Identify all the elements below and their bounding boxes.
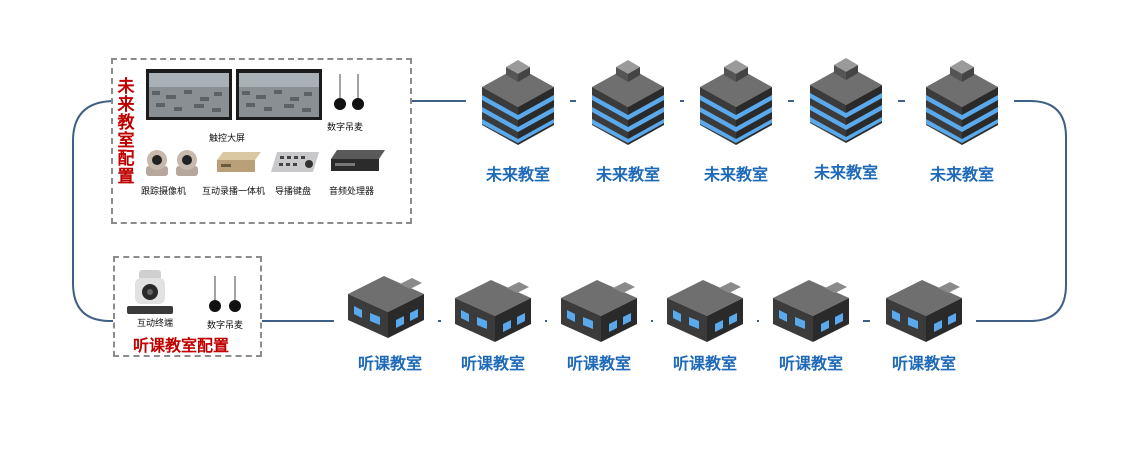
future-classroom-node: 未来教室 xyxy=(466,57,570,184)
listening-classroom-label: 听课教室 xyxy=(566,354,631,373)
title-char: 来 xyxy=(117,95,135,115)
listening-classroom-label: 听课教室 xyxy=(357,354,422,373)
future-config-title: 未 来 教 室 配 置 xyxy=(116,78,136,186)
listening-classroom-node: 听课教室 xyxy=(334,270,438,376)
listening-classroom-node: 听课教室 xyxy=(547,274,651,380)
building-icon xyxy=(592,60,664,145)
building-icon xyxy=(810,58,882,143)
small-building-icon xyxy=(886,280,962,342)
touch-screen-label: 触控大屏 xyxy=(209,134,246,144)
building-icon xyxy=(700,60,772,145)
title-char: 配 xyxy=(117,149,135,169)
listening-classroom-config-box: 互动终端 数字吊麦 听课教室配置 xyxy=(113,256,262,357)
right-loop-line xyxy=(972,100,1067,322)
title-char: 室 xyxy=(117,131,135,151)
listening-classroom-node: 听课教室 xyxy=(441,274,545,380)
audio-processor-icon xyxy=(331,150,385,171)
title-char: 置 xyxy=(117,167,135,187)
listen-config-title: 听课教室配置 xyxy=(133,336,230,355)
camera-icon xyxy=(146,150,198,176)
future-classroom-label: 未来教室 xyxy=(595,165,660,184)
small-building-icon xyxy=(561,280,637,342)
future-classroom-label: 未来教室 xyxy=(929,165,994,184)
terminal-label: 互动终端 xyxy=(137,319,174,329)
small-building-icon xyxy=(667,280,743,342)
listening-classroom-label: 听课教室 xyxy=(460,354,525,373)
listening-classroom-node: 听课教室 xyxy=(653,274,757,380)
mic-label: 数字吊麦 xyxy=(207,321,244,331)
future-classroom-config-box: 未 来 教 室 配 置 触控大屏 数字吊麦 跟踪摄像机 xyxy=(111,58,412,224)
microphone-icon xyxy=(334,74,364,110)
listening-classroom-node: 听课教室 xyxy=(872,274,976,380)
future-classroom-label: 未来教室 xyxy=(813,163,878,182)
future-classroom-label: 未来教室 xyxy=(485,165,550,184)
future-classroom-node: 未来教室 xyxy=(910,57,1014,184)
listening-classroom-node: 听课教室 xyxy=(759,274,863,380)
video-terminal-icon xyxy=(127,270,173,314)
listening-classroom-label: 听课教室 xyxy=(891,354,956,373)
recorder-label: 互动录播一体机 xyxy=(202,187,266,197)
keyboard-label: 导播键盘 xyxy=(275,187,312,197)
mic-label: 数字吊麦 xyxy=(327,123,364,133)
microphone-icon xyxy=(209,276,241,312)
audio-processor-label: 音频处理器 xyxy=(329,187,375,197)
small-building-icon xyxy=(773,280,849,342)
future-classroom-node: 未来教室 xyxy=(684,57,788,184)
title-char: 教 xyxy=(117,113,135,133)
left-loop-line xyxy=(72,100,116,322)
listening-classroom-label: 听课教室 xyxy=(778,354,843,373)
building-icon xyxy=(926,60,998,145)
recorder-icon xyxy=(217,152,261,172)
future-classroom-node: 未来教室 xyxy=(794,55,898,182)
tracking-camera-label: 跟踪摄像机 xyxy=(141,187,187,197)
future-classroom-node: 未来教室 xyxy=(576,57,680,184)
future-classroom-label: 未来教室 xyxy=(703,165,768,184)
building-icon xyxy=(482,60,554,145)
small-building-icon xyxy=(348,276,424,338)
small-building-icon xyxy=(455,280,531,342)
keyboard-icon xyxy=(271,152,319,172)
title-char: 未 xyxy=(117,77,135,97)
listening-classroom-label: 听课教室 xyxy=(672,354,737,373)
touch-screen-icon xyxy=(146,69,322,120)
